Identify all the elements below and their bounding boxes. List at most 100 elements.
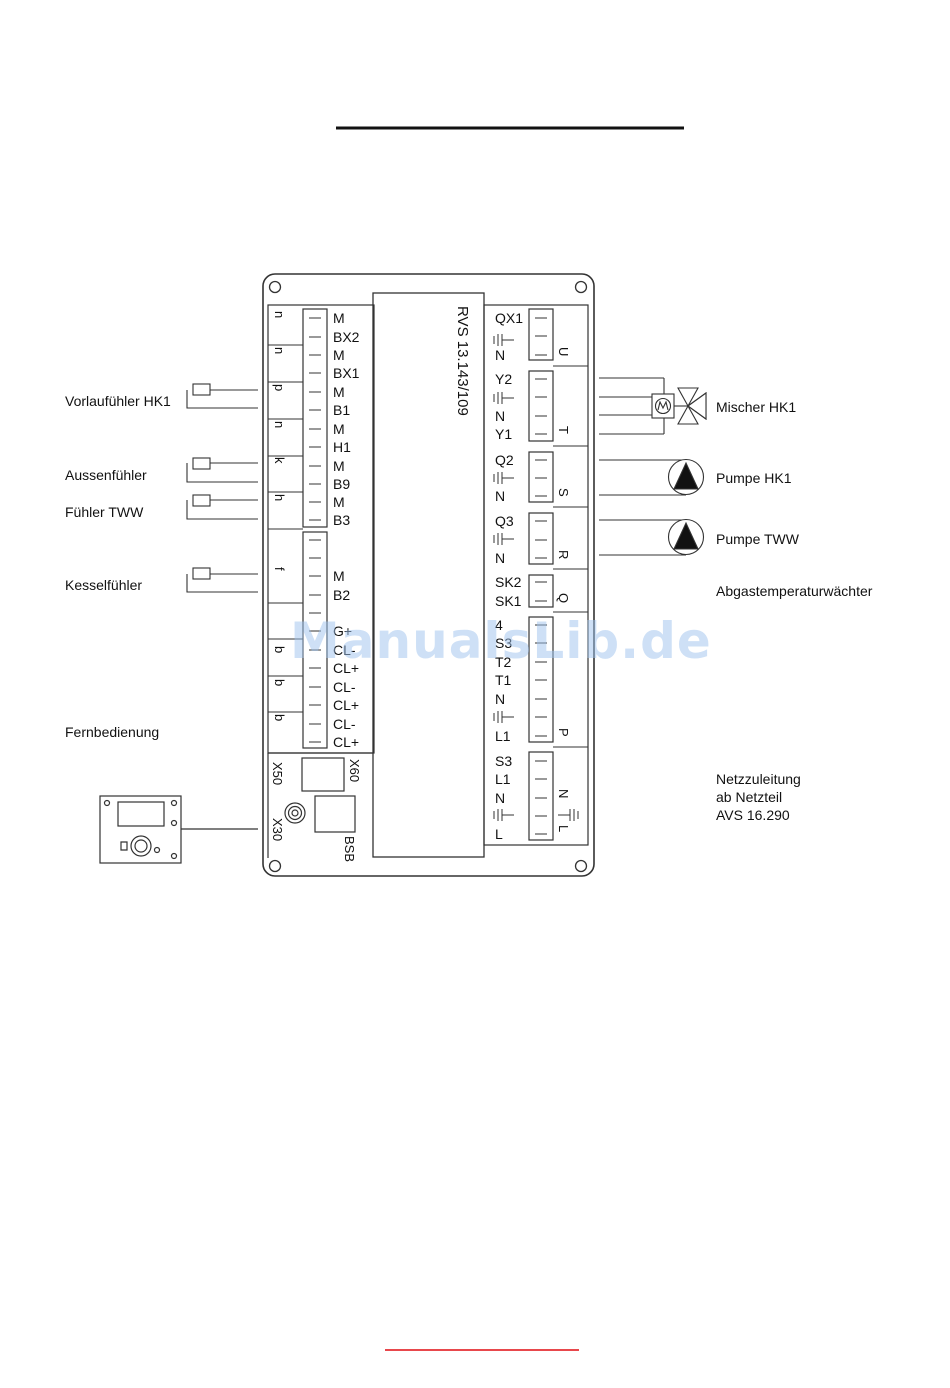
left-terminal: M [333,568,345,584]
right-terminal: N [495,550,505,566]
sensor-vorlauf [186,383,258,409]
mount-hole [574,859,588,873]
left-terminal: CL- [333,642,356,658]
right-terminal: 4 [495,617,503,633]
right-plug-code: T [556,426,571,434]
label-fuehler-tww: Fühler TWW [65,504,144,520]
left-terminal: CL+ [333,734,359,750]
left-plug-code: n [272,347,287,354]
right-plug-code: N [556,789,571,798]
right-terminal: L1 [495,771,511,787]
left-connector-upper [302,308,328,528]
footer-rule [385,1349,579,1351]
left-terminal-dashes [309,317,321,743]
left-terminal: CL- [333,716,356,732]
label-aussenfuehler: Aussenfühler [65,467,147,483]
pump-tww [599,518,705,556]
label-pumpe-tww: Pumpe TWW [716,531,800,547]
left-terminal: BX1 [333,365,360,381]
right-terminal: N [495,790,505,806]
left-plug-code: n [272,421,287,428]
port-bsb: BSB [342,836,357,862]
controller-housing [262,273,595,877]
left-terminal-labels: MBX2MBX1MB1MH1MB9MB3MB2G+CL-CL+CL-CL+CL-… [333,310,360,750]
right-terminal: L [495,826,503,842]
mount-hole [268,280,282,294]
left-connector-lower [302,531,328,749]
left-terminal: M [333,384,345,400]
left-terminal: B3 [333,512,350,528]
left-terminal: H1 [333,439,351,455]
mixer-valve-fill [687,391,707,421]
right-plug-code: S [556,488,571,497]
right-terminal: S3 [495,753,512,769]
left-terminal: M [333,458,345,474]
bsb-socket [314,795,356,833]
label-netzzuleitung: Netzzuleitung [716,771,801,787]
right-terminal: N [495,408,505,424]
right-terminal: L1 [495,728,511,744]
right-terminal: Q2 [495,452,514,468]
label-abgastemperaturwaechter: Abgastemperaturwächter [716,583,873,599]
mount-hole [268,859,282,873]
remote-control-unit [99,795,258,864]
right-plug-codes: U T S R Q P N L [556,347,571,832]
left-plug-code: k [272,457,287,464]
right-group-separators [553,365,588,748]
left-group-separators [268,344,303,713]
right-plug-code: L [556,825,571,832]
right-terminal: T1 [495,672,512,688]
label-avs: AVS 16.290 [716,807,790,823]
label-pumpe-hk1: Pumpe HK1 [716,470,792,486]
right-terminal: T2 [495,654,512,670]
left-terminal: BX2 [333,329,360,345]
label-kesselfuehler: Kesselfühler [65,577,142,593]
left-terminal: B9 [333,476,350,492]
right-plug-code: P [556,728,571,737]
x30-jack [284,802,306,824]
x60-socket [301,757,345,792]
left-terminal: M [333,494,345,510]
right-connectors [528,308,554,841]
watermark: ManualsLib.de [290,612,712,670]
left-terminal: B1 [333,402,350,418]
controller-model: RVS 13.143/109 [454,306,471,416]
port-x30: X30 [270,818,285,841]
sensor-kessel [186,567,258,593]
pump-hk1 [599,458,705,496]
label-vorlauffuehler: Vorlaufühler HK1 [65,393,171,409]
left-plug-code: b [272,646,287,653]
right-terminal-dashes [535,317,547,835]
right-terminal: N [495,488,505,504]
right-terminal: N [495,347,505,363]
left-terminal: M [333,347,345,363]
right-terminal: Q3 [495,513,514,529]
right-terminal: Y1 [495,426,512,442]
right-plug-code: R [556,550,571,559]
left-terminal: G+ [333,623,352,639]
left-terminal: M [333,421,345,437]
sensor-tww [186,494,258,520]
right-terminal: SK2 [495,574,522,590]
left-terminal: B2 [333,587,350,603]
label-ab-netzteil: ab Netzteil [716,789,782,805]
port-x60: X60 [347,759,362,782]
left-plug-code: p [272,384,287,391]
label-mischer-hk1: Mischer HK1 [716,399,796,415]
left-terminal: CL+ [333,660,359,676]
right-plug-code: U [556,347,571,356]
right-terminal: QX1 [495,310,523,326]
left-plug-code: n [272,311,287,318]
left-plug-code: b [272,679,287,686]
left-plug-code: h [272,494,287,501]
left-terminal: M [333,310,345,326]
right-terminal: S3 [495,635,512,651]
right-terminal: SK1 [495,593,522,609]
right-plug-code: Q [556,593,571,603]
sensor-aussen [186,457,258,483]
label-fernbedienung: Fernbedienung [65,724,159,740]
mount-hole [574,280,588,294]
